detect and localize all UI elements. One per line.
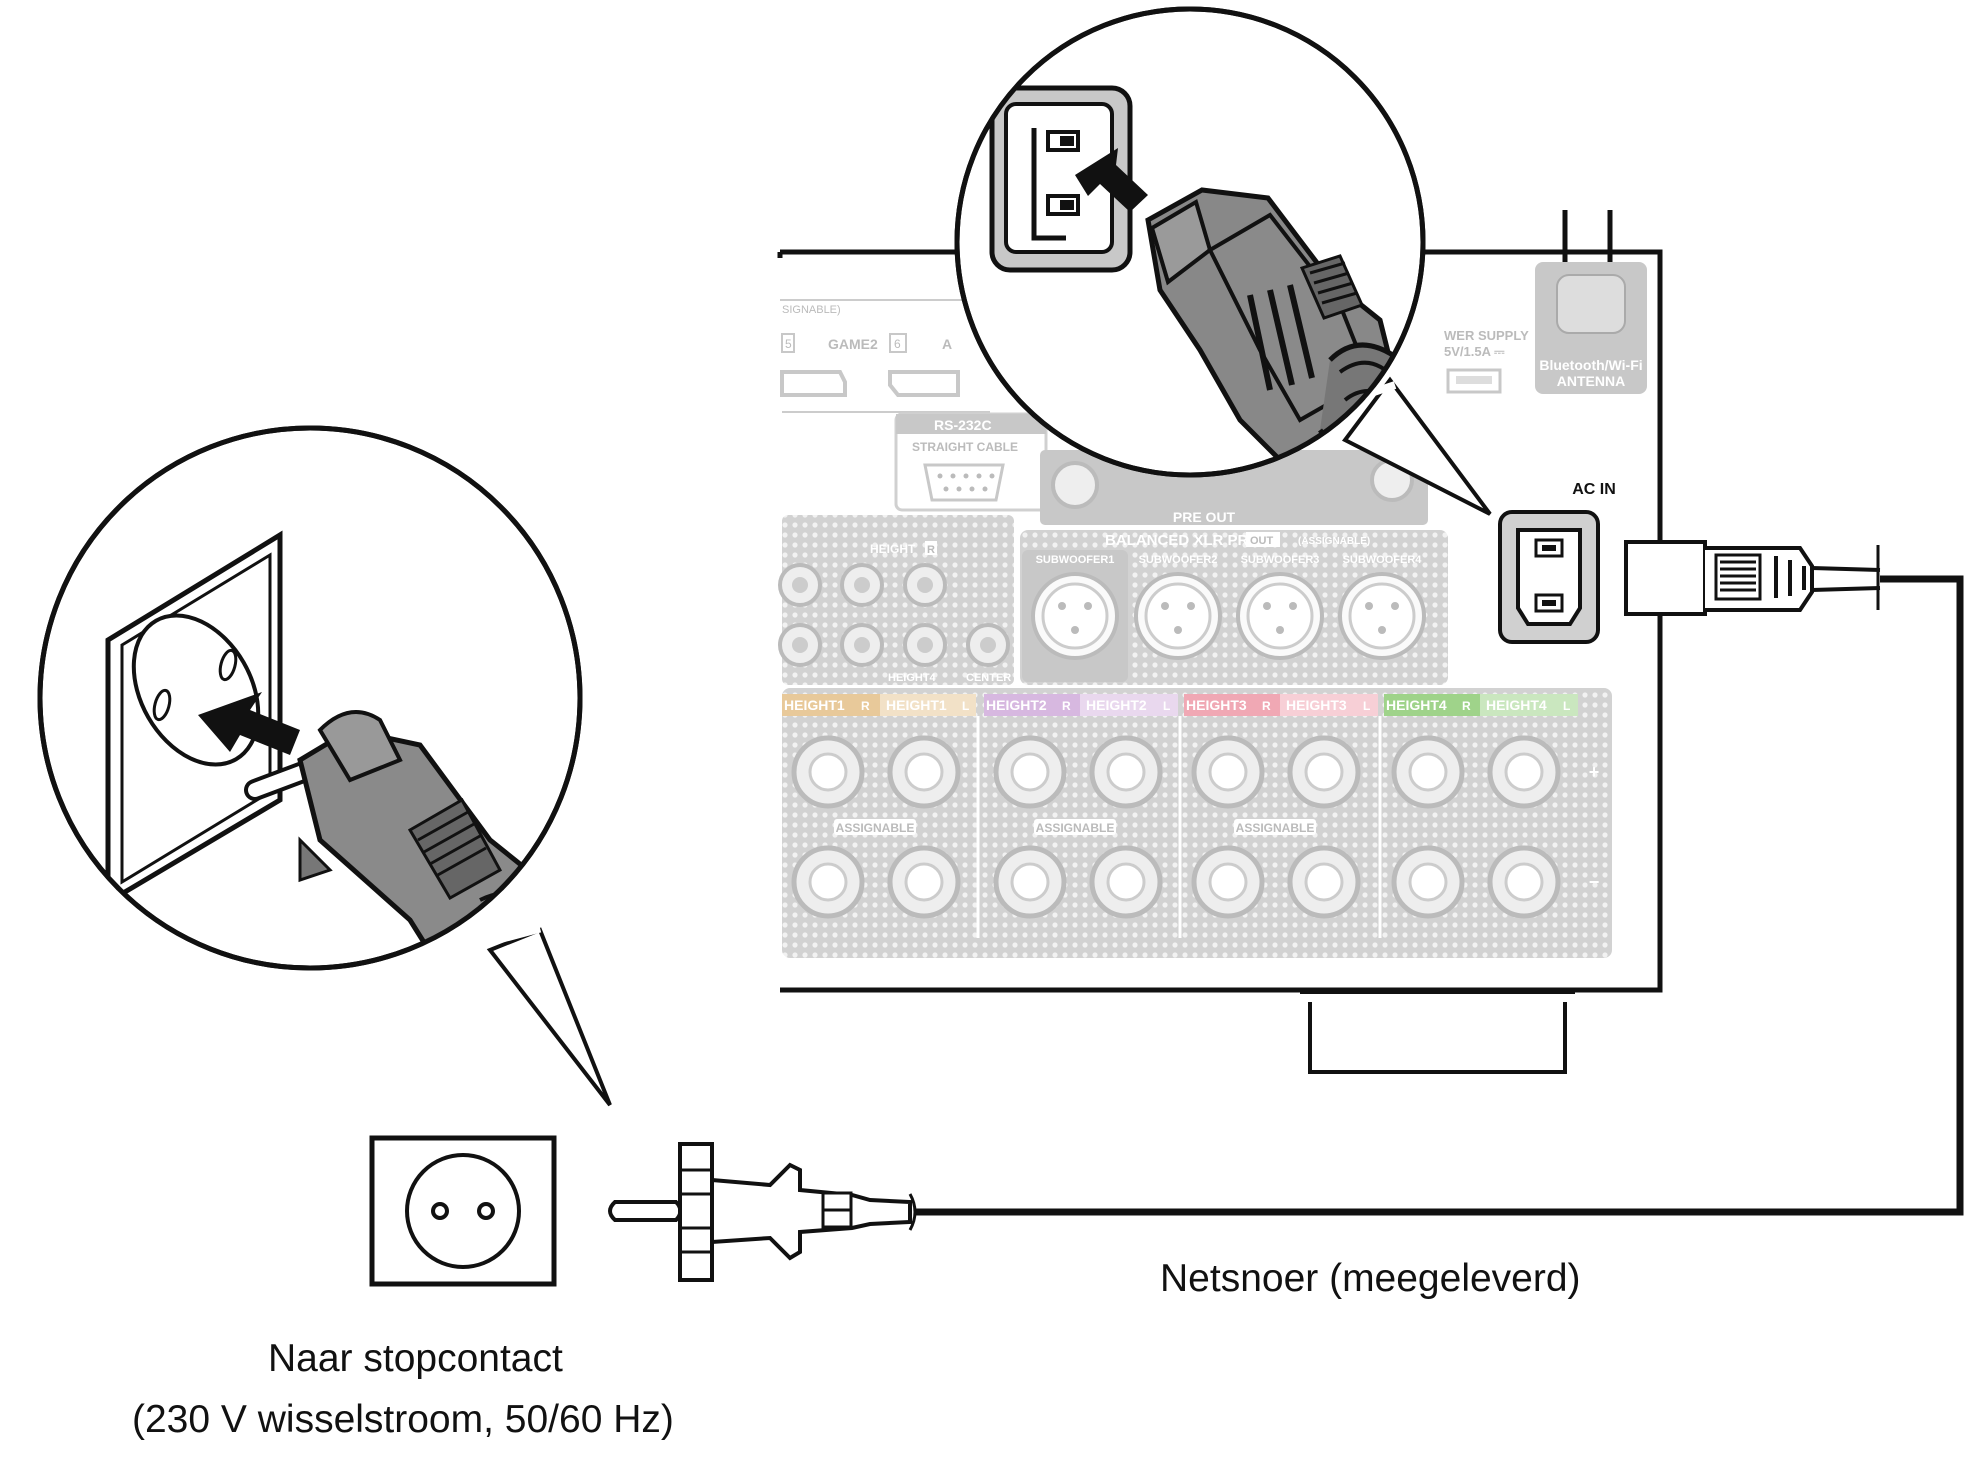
height3-l-tag: L xyxy=(1363,699,1370,713)
outlet-caption-line1: Naar stopcontact xyxy=(268,1337,563,1380)
zoom-callout-iec xyxy=(954,6,1492,516)
height4-r-label: HEIGHT4 xyxy=(1386,697,1447,713)
wall-outlet-icon xyxy=(369,1135,557,1287)
assignable-label-3: ASSIGNABLE xyxy=(1236,821,1315,835)
assignable-label-1: ASSIGNABLE xyxy=(836,821,915,835)
power-cord-caption: Netsnoer (meegeleverd) xyxy=(1160,1257,1581,1300)
mains-plug-icon xyxy=(608,1142,917,1282)
height-small-r: R xyxy=(927,544,935,556)
height1-r-tag: R xyxy=(861,699,870,713)
wall-socket-plate-icon xyxy=(105,530,283,907)
power-supply-label-1: WER SUPPLY xyxy=(1444,328,1529,343)
height2-l-tag: L xyxy=(1163,699,1170,713)
subwoofer3-label: SUBWOOFER3 xyxy=(1241,554,1320,566)
insert-arrow-icon-2 xyxy=(198,692,300,755)
balanced-xlr-section: BALANCED XLR PRE OUT (ASSIGNABLE) SUBWOO… xyxy=(1020,530,1448,685)
hdmi-number-5: 5 xyxy=(785,337,792,351)
insert-arrow-icon xyxy=(1075,148,1148,212)
usb-power-port: WER SUPPLY 5V/1.5A ⎓ xyxy=(1444,328,1529,394)
out-tag-label: OUT xyxy=(1250,535,1274,547)
rs232c-port: RS-232C STRAIGHT CABLE xyxy=(894,412,1048,512)
hdmi-number-6: 6 xyxy=(894,337,901,351)
subwoofer4-label: SUBWOOFER4 xyxy=(1343,554,1423,566)
straight-cable-label: STRAIGHT CABLE xyxy=(912,440,1018,454)
assignable-label-2: ASSIGNABLE xyxy=(1036,821,1115,835)
height1-r-label: HEIGHT1 xyxy=(784,697,845,713)
balanced-xlr-label: BALANCED XLR PRE xyxy=(1105,532,1258,549)
ac-in-label: AC IN xyxy=(1572,481,1616,498)
height2-l-label: HEIGHT2 xyxy=(1086,697,1147,713)
center-label: CENTER xyxy=(966,672,1011,684)
wifi-antenna-icon: Bluetooth/Wi-Fi ANTENNA xyxy=(1535,210,1647,394)
pre-out-label: PRE OUT xyxy=(1173,509,1236,525)
height1-l-label: HEIGHT1 xyxy=(886,697,947,713)
outlet-caption-line2: (230 V wisselstroom, 50/60 Hz) xyxy=(132,1398,674,1441)
height3-l-label: HEIGHT3 xyxy=(1286,697,1347,713)
zoom-callout-wall-socket xyxy=(37,425,612,1107)
height4-r-tag: R xyxy=(1462,699,1471,713)
subwoofer1-label: SUBWOOFER1 xyxy=(1036,554,1115,566)
receiver-rear-panel: Bluetooth/Wi-Fi ANTENNA SIGNABLE) 5 GAME… xyxy=(777,210,1663,1074)
height2-r-tag: R xyxy=(1062,699,1071,713)
power-supply-label-2: 5V/1.5A ⎓ xyxy=(1444,344,1505,359)
height3-r-tag: R xyxy=(1262,699,1271,713)
rs232c-label: RS-232C xyxy=(934,417,992,433)
iec-connector-plugged xyxy=(1624,540,1881,616)
subwoofer2-label: SUBWOOFER2 xyxy=(1139,554,1218,566)
hdmi-section: SIGNABLE) 5 GAME2 6 A xyxy=(780,299,1000,413)
height3-r-label: HEIGHT3 xyxy=(1186,697,1247,713)
power-cord-cable xyxy=(915,575,1964,1216)
antenna-label-1: Bluetooth/Wi-Fi xyxy=(1539,357,1642,373)
height4-small-label: HEIGHT4 xyxy=(888,672,937,684)
height-small-label: HEIGHT xyxy=(870,542,916,556)
height4-l-tag: L xyxy=(1563,699,1570,713)
height4-l-label: HEIGHT4 xyxy=(1486,697,1547,713)
minus-label: − xyxy=(1589,872,1600,892)
antenna-label-2: ANTENNA xyxy=(1557,373,1625,389)
height1-l-tag: L xyxy=(962,699,969,713)
speaker-terminal-block: HEIGHT1 R HEIGHT1 L HEIGHT2 R HEIGHT2 L … xyxy=(782,688,1612,958)
game2-label: GAME2 xyxy=(828,336,878,352)
ac-in-inlet: AC IN xyxy=(1498,481,1616,644)
xlr-assignable-label: (ASSIGNABLE) xyxy=(1298,536,1370,547)
plus-label: + xyxy=(1589,762,1600,782)
height2-r-label: HEIGHT2 xyxy=(986,697,1047,713)
game-a-label: A xyxy=(942,336,952,352)
assignable-top-label: SIGNABLE) xyxy=(782,304,841,316)
rca-output-block: HEIGHT R HEIGHT4 CENTER xyxy=(778,515,1014,685)
